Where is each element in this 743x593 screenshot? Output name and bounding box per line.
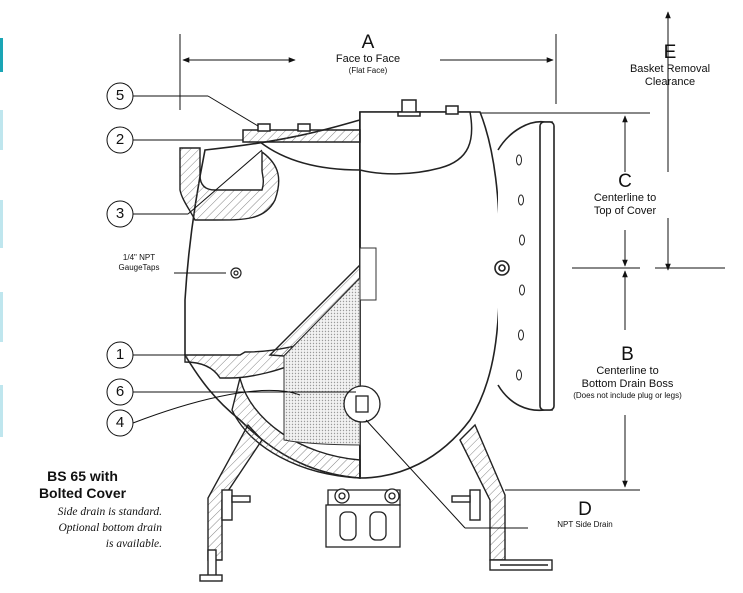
caption-note: Side drain is standard. Optional bottom … [0, 504, 162, 552]
caption-title-line1: BS 65 with [47, 468, 118, 484]
callout-6: 6 [115, 383, 125, 400]
callout-2: 2 [115, 131, 125, 148]
dimension-c-line1: Centerline to [593, 192, 657, 204]
edge-accent-bar [0, 38, 3, 72]
callout-1: 1 [115, 346, 125, 363]
side-drain [343, 385, 381, 423]
edge-accent-bar-3 [0, 200, 3, 248]
dimension-d-letter: D [578, 499, 592, 520]
gauge-taps-line2: GaugeTaps [118, 263, 160, 272]
dimension-e-line2: Clearance [644, 76, 696, 88]
dimension-a-letter: A [361, 32, 375, 53]
bolted-cover [242, 99, 473, 175]
caption-title-line2: Bolted Cover [38, 485, 127, 501]
dimension-b-note: (Does not include plug or legs) [573, 391, 682, 400]
dimension-e-label: E Basket Removal Clearance [610, 43, 730, 89]
edge-accent-bar-4 [0, 292, 3, 342]
dimension-e-line1: Basket Removal [629, 63, 711, 75]
dimension-d-line1: NPT Side Drain [557, 520, 613, 529]
caption-note-line3: is available. [105, 538, 162, 550]
gauge-taps-line1: 1/4" NPT [122, 253, 156, 262]
dimension-b-line1: Centerline to [596, 365, 659, 377]
dimension-b-line2: Bottom Drain Boss [581, 378, 674, 390]
gauge-taps-label: 1/4" NPT GaugeTaps [104, 253, 174, 273]
callout-leaders [106, 82, 528, 529]
dimension-c-letter: C [618, 171, 632, 192]
caption-note-line2: Optional bottom drain [58, 522, 162, 534]
callout-5: 5 [115, 87, 125, 104]
dimension-a-line2: (Flat Face) [348, 66, 388, 75]
dimension-b-letter: B [621, 344, 634, 365]
callout-3: 3 [115, 205, 125, 222]
dimension-e-letter: E [663, 42, 677, 63]
dimension-c-line2: Top of Cover [593, 205, 657, 217]
support-legs [199, 423, 553, 582]
edge-accent-bar-2 [0, 110, 3, 150]
dimension-c-label: C Centerline to Top of Cover [575, 172, 675, 218]
bottom-drain-boss [325, 488, 401, 548]
caption-title: BS 65 with Bolted Cover [0, 468, 165, 502]
dimension-a-line1: Face to Face [335, 53, 401, 65]
dimension-b-label: B Centerline to Bottom Drain Boss (Does … [555, 345, 700, 401]
dimension-c-b [470, 112, 650, 491]
callout-4: 4 [115, 414, 125, 431]
dimension-a-label: A Face to Face (Flat Face) [298, 33, 438, 76]
dimension-a [179, 34, 557, 110]
dimension-d-label: D NPT Side Drain [520, 500, 650, 530]
gauge-tap-port [230, 267, 242, 279]
caption-note-line1: Side drain is standard. [57, 506, 162, 518]
screen-basket [283, 247, 377, 446]
flange-bolt-holes [516, 154, 525, 381]
inlet-section [179, 147, 361, 479]
edge-accent-bar-5 [0, 385, 3, 437]
